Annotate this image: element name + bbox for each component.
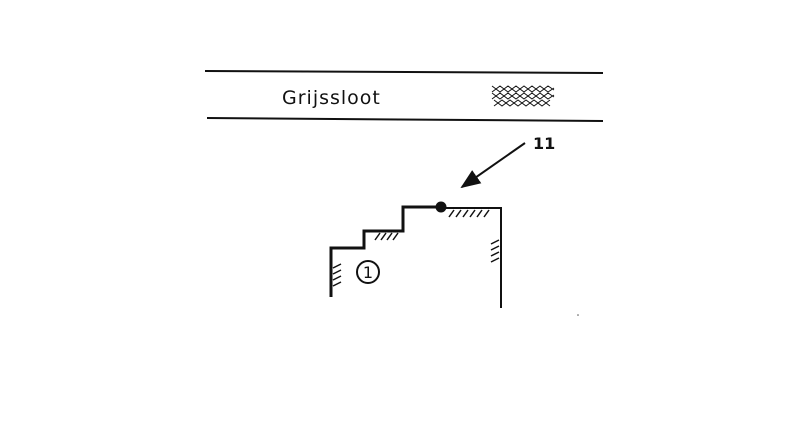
- callout-number: 11: [533, 134, 555, 153]
- legend-label: Grijssloot: [282, 87, 381, 109]
- stepped-profile: 1: [329, 201, 502, 308]
- step-marker: 1: [356, 260, 380, 284]
- legend-bottom-rule: [206, 117, 604, 122]
- step-marker-number: 1: [363, 263, 373, 282]
- survey-point-marker: [435, 201, 447, 213]
- callout-arrow: [460, 142, 526, 189]
- legend-top-rule: [204, 70, 604, 74]
- profile-outline: [329, 205, 441, 297]
- middle-step-hatch: [374, 232, 399, 241]
- callout: 11: [460, 134, 555, 189]
- crosshatch-swatch-icon: [491, 85, 555, 107]
- profile-top-right: [441, 207, 502, 308]
- step-marker-circle: [356, 260, 380, 284]
- right-wall-hatch: [490, 239, 500, 263]
- stray-dot: [577, 314, 579, 316]
- top-surface-hatch: [448, 209, 490, 218]
- left-wall-hatch: [332, 263, 342, 287]
- legend-band: Grijssloot: [204, 70, 604, 122]
